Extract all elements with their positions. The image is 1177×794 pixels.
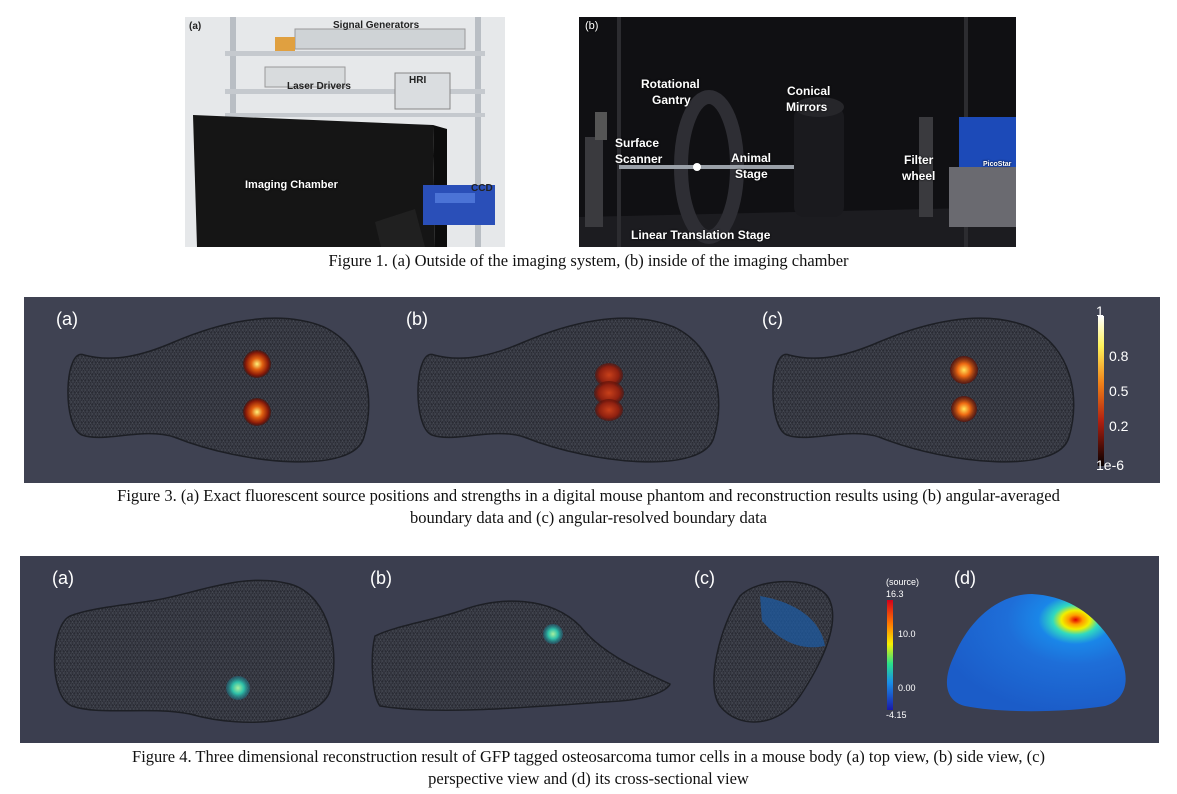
fig3-colorbar (1098, 316, 1104, 466)
fig3-cb-tick-05: 0.5 (1109, 383, 1129, 399)
fig3-label-c: (c) (762, 309, 783, 329)
photo-b-label: (b) (585, 20, 599, 32)
fig4-cb-tick-0: 0.00 (898, 683, 916, 693)
tag-linear-translation-stage: Linear Translation Stage (631, 228, 771, 242)
figure1-photo-a: (a) Signal Generators Laser Drivers HRI … (185, 17, 505, 247)
tag-conical: Conical (787, 84, 831, 98)
fig4-label-b: (b) (370, 568, 392, 588)
tag-wheel: wheel (902, 169, 936, 183)
fig4-cb-title: (source) (886, 577, 920, 587)
tag-picostar: PicoStar (983, 161, 1012, 168)
figure4-caption-line1: Figure 4. Three dimensional reconstructi… (132, 747, 1045, 766)
figure1-photo-b: (b) Rotational Gantry Conical Mirrors Su… (579, 17, 1016, 247)
tag-hri: HRI (409, 75, 427, 86)
fig3-label-a: (a) (56, 309, 78, 329)
fig3-cb-tick-08: 0.8 (1109, 348, 1129, 364)
tag-gantry: Gantry (652, 93, 691, 107)
tag-laser-drivers: Laser Drivers (287, 81, 351, 92)
fig3-mouse-a (67, 317, 370, 463)
fig3-cb-tick-1: 1 (1096, 303, 1104, 319)
fig3-mouse-c (772, 317, 1075, 463)
fig4-label-c: (c) (694, 568, 715, 588)
tag-rotational: Rotational (641, 77, 700, 91)
figure4-panel: (a) (b) (c) (d) (source) 16.3 10.0 0.00 … (20, 556, 1159, 743)
fig4-label-d: (d) (954, 568, 976, 588)
tag-stage: Stage (735, 167, 768, 181)
tag-signal-generators: Signal Generators (333, 20, 420, 31)
tag-ccd: CCD (471, 183, 493, 194)
fig3-cb-tick-min: 1e-6 (1096, 457, 1125, 473)
tag-scanner: Scanner (615, 152, 663, 166)
photo-a-label: (a) (189, 21, 202, 32)
fig4-mouse-top (53, 579, 335, 723)
fig4-cb-tick-max: 16.3 (886, 589, 904, 599)
figure3-caption-line1: Figure 3. (a) Exact fluorescent source p… (117, 486, 1060, 505)
figure3-panel: (a) (b) (c) 1 0.8 0.5 0.2 1e-6 (24, 297, 1160, 483)
fig4-cross-section (946, 594, 1126, 712)
tag-mirrors: Mirrors (786, 100, 828, 114)
fig3-mouse-b (417, 317, 720, 463)
tag-imaging-chamber: Imaging Chamber (245, 179, 338, 191)
figure3-caption-line2: boundary data and (c) angular-resolved b… (409, 508, 768, 527)
tag-animal: Animal (731, 151, 772, 165)
figure1-caption: Figure 1. (a) Outside of the imaging sys… (328, 251, 849, 270)
fig3-label-b: (b) (406, 309, 428, 329)
fig4-label-a: (a) (52, 568, 74, 588)
tag-surface: Surface (615, 136, 660, 150)
fig4-mouse-side (371, 600, 671, 712)
fig4-cb-tick-10: 10.0 (898, 629, 916, 639)
fig3-cb-tick-02: 0.2 (1109, 418, 1129, 434)
figure4-caption-line2: perspective view and (d) its cross-secti… (428, 769, 749, 788)
tag-filter: Filter (904, 153, 934, 167)
fig4-colorbar (887, 600, 893, 710)
fig4-cb-tick-min: -4.15 (886, 710, 907, 720)
